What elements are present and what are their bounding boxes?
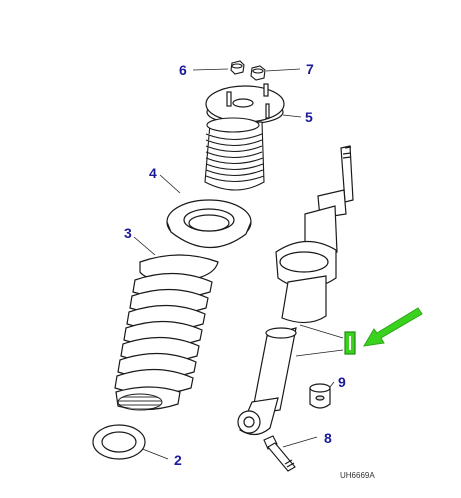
- callout-4: 4: [149, 165, 157, 181]
- callout-7: 7: [306, 61, 314, 77]
- highlighted-part-1: [344, 331, 356, 355]
- callout-8: 8: [324, 430, 332, 446]
- callout-9: 9: [338, 374, 346, 390]
- bolt-part: [263, 435, 296, 472]
- bushing-part: [309, 383, 331, 409]
- spring-seat-part: [166, 199, 252, 249]
- nut-part-6: [230, 60, 245, 75]
- spring-bottom-insulator: [117, 393, 163, 411]
- damper-part: [275, 145, 354, 324]
- leader-lines: [133, 68, 344, 460]
- callout-5: 5: [305, 109, 313, 125]
- damper-lower-tube: [237, 327, 297, 436]
- spring-pad-part: [92, 424, 146, 460]
- callout-6: 6: [179, 62, 187, 78]
- nut-part-7: [250, 65, 266, 81]
- coil-spring-part: [114, 254, 219, 411]
- reference-code: UH6669A: [340, 471, 375, 480]
- callout-2: 2: [174, 452, 182, 468]
- callout-3: 3: [124, 225, 132, 241]
- highlight-arrow: [363, 307, 423, 347]
- top-mount-part: [205, 83, 285, 125]
- dust-boot-part: [204, 117, 265, 191]
